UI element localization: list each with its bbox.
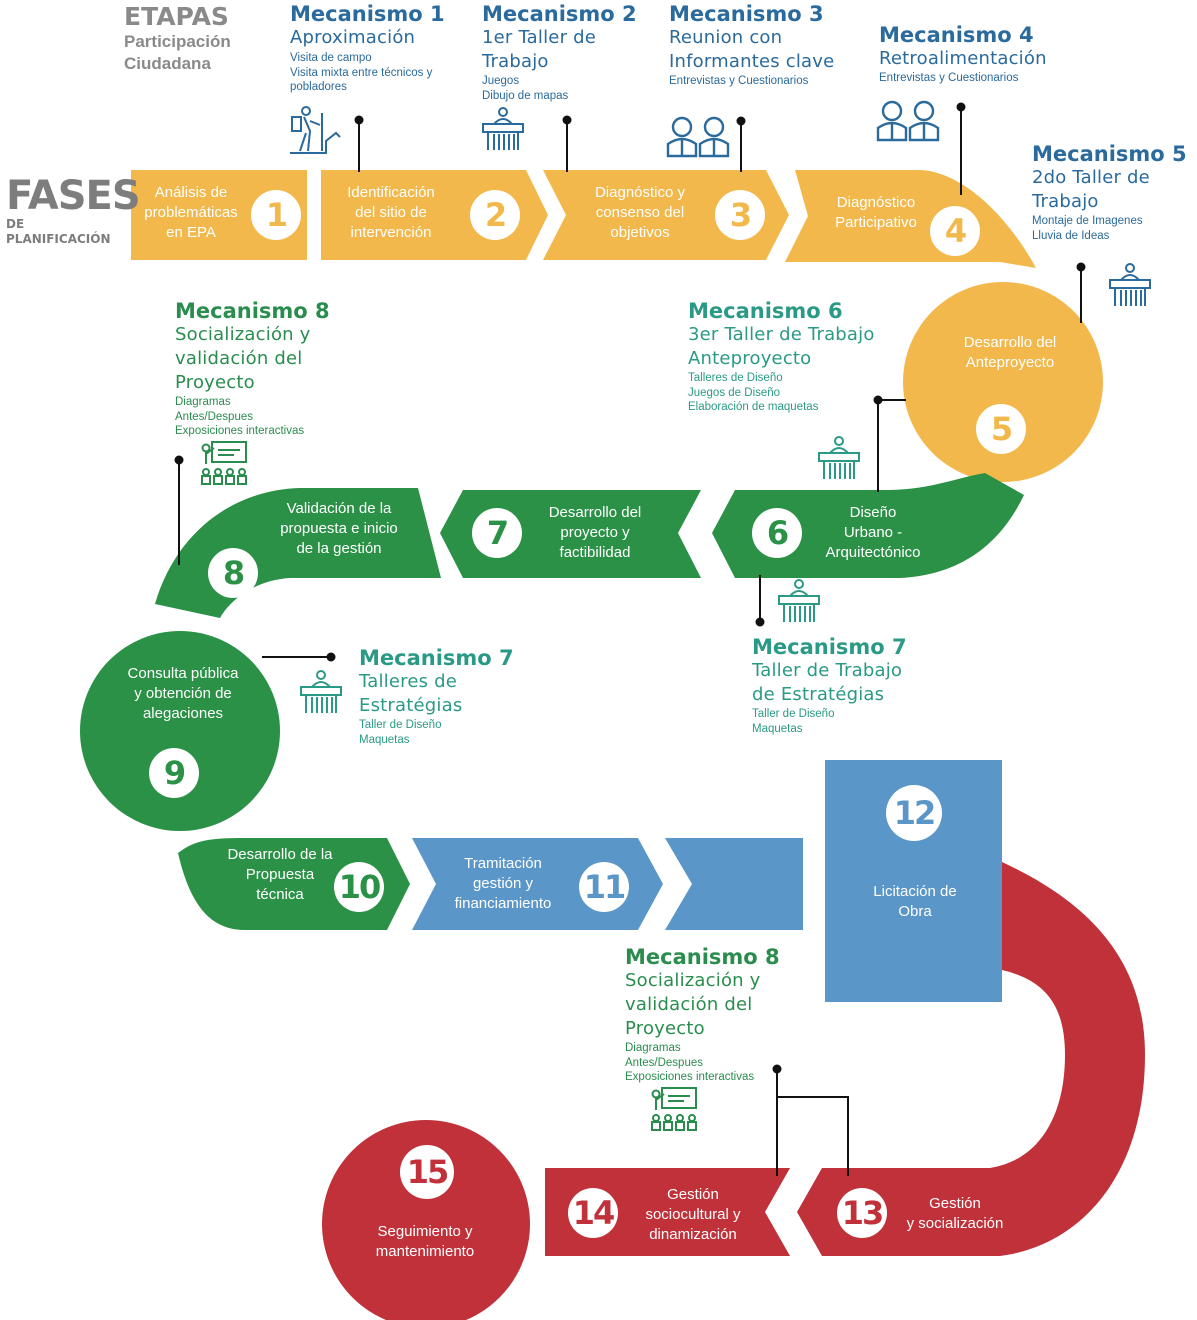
phase-12-number: 12 — [886, 785, 942, 841]
mechanism-3: Mecanismo 3 Reunion con Informantes clav… — [669, 2, 835, 87]
phase-9-circle — [80, 631, 280, 831]
mechanism-5: Mecanismo 5 2do Taller de Trabajo Montaj… — [1032, 142, 1187, 242]
workshop-desk-icon — [300, 670, 342, 713]
phase-6-number: 6 — [752, 508, 802, 558]
phase-15-circle — [322, 1120, 530, 1320]
phase-9-number: 9 — [149, 748, 199, 798]
workshop-desk-icon — [482, 107, 524, 150]
phase-13-shape — [797, 862, 1145, 1256]
etapas-title: ETAPAS — [124, 2, 229, 31]
connector-lines — [174, 102, 1086, 1176]
hiker-icon — [290, 106, 341, 154]
phase-4-number: 4 — [930, 206, 980, 256]
two-people-icon — [666, 116, 730, 158]
phase-14-number: 14 — [568, 1188, 618, 1238]
phase-15-number: 15 — [400, 1145, 454, 1199]
phase-10-number: 10 — [334, 862, 384, 912]
phase-2-number: 2 — [470, 190, 520, 240]
mechanism-1: Mecanismo 1 Aproximación Visita de campo… — [290, 2, 445, 93]
two-people-icon — [876, 100, 940, 142]
phase-2-arrow — [526, 170, 548, 260]
phase-5-number: 5 — [976, 404, 1026, 454]
workshop-desk-icon — [778, 579, 820, 622]
mechanism-7-right: Mecanismo 7 Taller de Trabajo de Estraté… — [752, 635, 907, 735]
mechanism-8-bottom: Mecanismo 8 Socialización y validación d… — [625, 945, 780, 1083]
phase-5-circle — [903, 282, 1103, 482]
phase-7-number: 7 — [472, 508, 522, 558]
mechanism-2: Mecanismo 2 1er Taller de Trabajo Juegos… — [482, 2, 637, 102]
mechanism-4: Mecanismo 4 Retroalimentación Entrevista… — [879, 23, 1047, 84]
mechanism-8-top: Mecanismo 8 Socialización y validación d… — [175, 299, 330, 437]
mechanism-6: Mecanismo 6 3er Taller de Trabajo Antepr… — [688, 299, 875, 413]
workshop-desk-icon — [818, 436, 860, 479]
phase-3-number: 3 — [715, 190, 765, 240]
fases-title: FASES — [6, 173, 141, 219]
mechanism-7-left: Mecanismo 7 Talleres de Estratégias Tall… — [359, 646, 514, 746]
phase-11-number: 11 — [579, 862, 629, 912]
presentation-board-icon — [201, 441, 247, 485]
workshop-desk-icon — [1109, 263, 1151, 306]
phase-11-tail — [665, 838, 803, 930]
phase-8-number: 8 — [208, 548, 258, 598]
phase-1-number: 1 — [251, 190, 301, 240]
presentation-board-icon — [651, 1087, 697, 1131]
phase-13-number: 13 — [837, 1188, 887, 1238]
